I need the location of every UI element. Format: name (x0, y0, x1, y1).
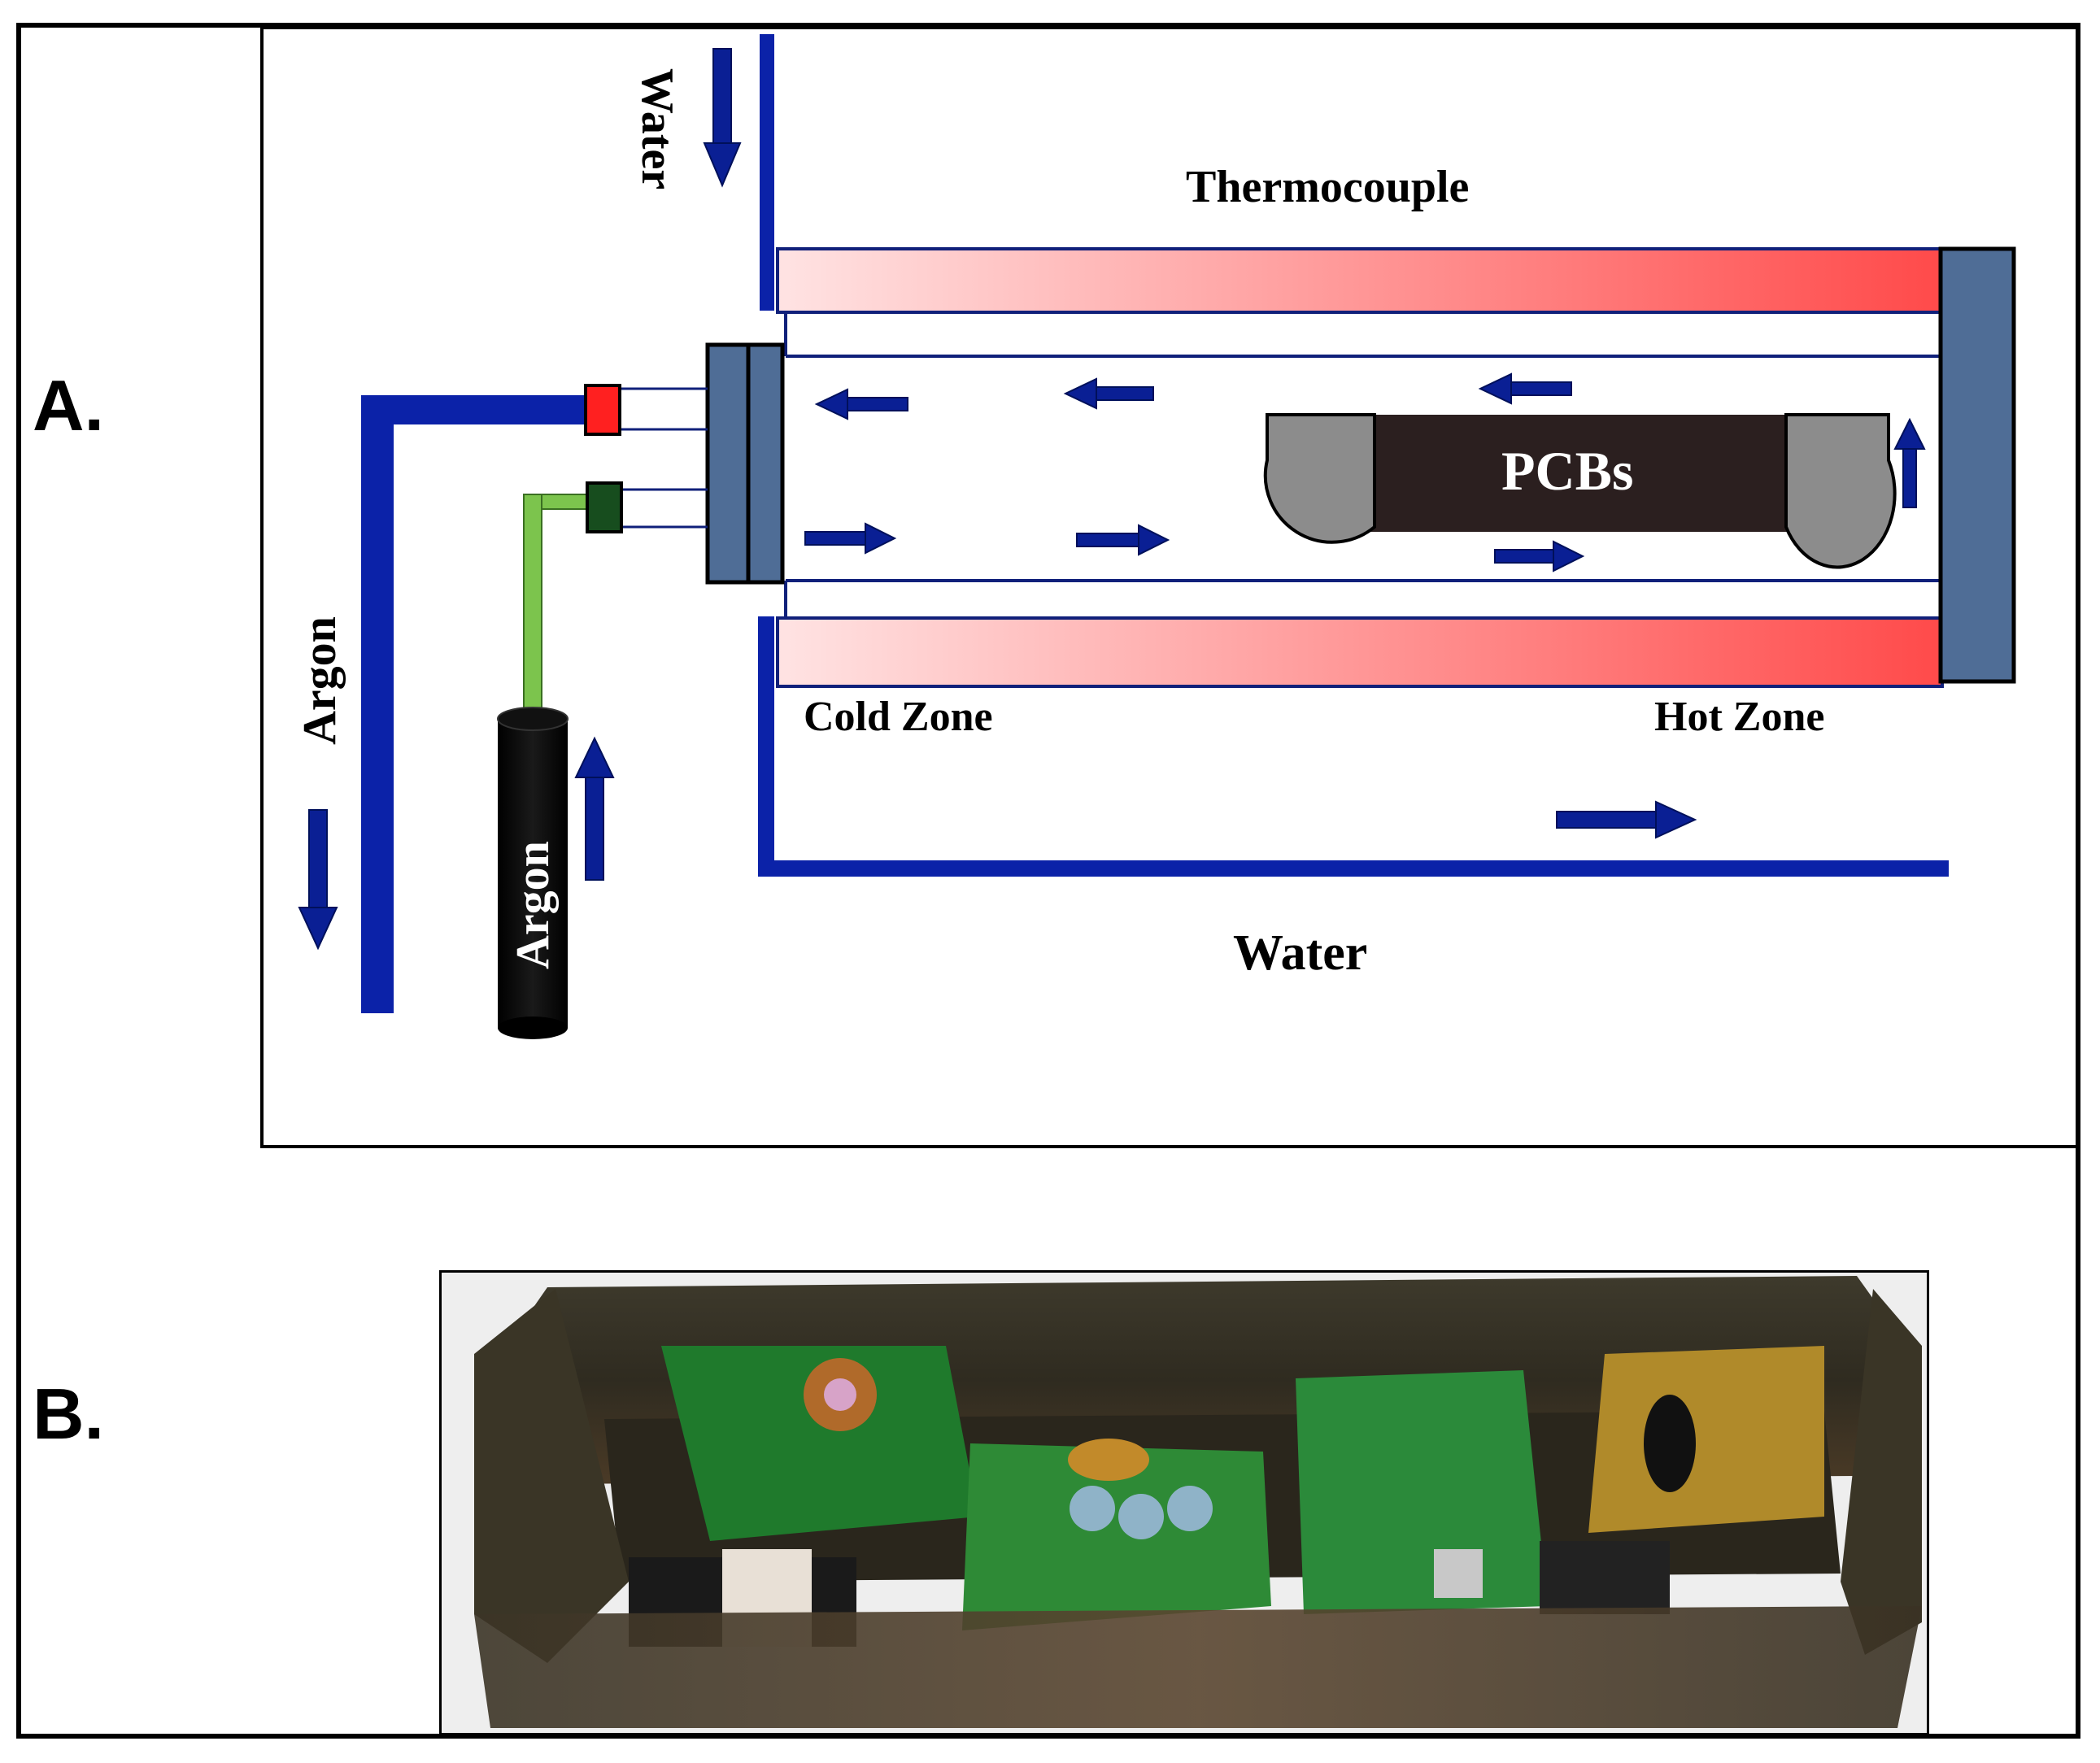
label-hot-zone: Hot Zone (1654, 694, 1824, 740)
right-end-cap (1938, 246, 2016, 684)
left-flange (705, 342, 785, 585)
argon-outlet-valve (584, 384, 621, 436)
heater-bottom (776, 616, 1944, 688)
argon-inlet-valve (586, 481, 623, 533)
label-thermocouple: Thermocouple (1186, 162, 1469, 212)
argon-out-arrow (298, 809, 338, 951)
flow-arrows (298, 48, 1926, 951)
label-cold-zone: Cold Zone (804, 694, 993, 740)
water-out-arrow (1556, 800, 1697, 839)
water-inlet-pipe (760, 34, 774, 311)
water-outlet-pipe (758, 616, 1949, 877)
gas-return-arrow-3 (1478, 372, 1572, 405)
gas-flow-arrow-1 (804, 522, 897, 555)
panel-b-label: B. (33, 1373, 104, 1454)
pcb-boat-photo (439, 1270, 1929, 1735)
argon-inlet-tube (523, 494, 590, 718)
label-water-top: Water (632, 68, 682, 189)
furnace-tube (784, 314, 1942, 618)
label-pcbs: PCBs (1501, 440, 1633, 502)
water-in-arrow (703, 48, 742, 188)
pcb-boat (1263, 413, 1897, 569)
label-water-bottom: Water (1233, 925, 1367, 981)
panel-a-label: A. (33, 365, 104, 446)
gas-flow-arrow-3 (1494, 540, 1585, 572)
metal-boat-with-pcbs-photo (442, 1273, 1927, 1733)
argon-cylinder (497, 707, 569, 1039)
label-argon-cylinder: Argon (506, 841, 559, 969)
gas-lines (618, 387, 708, 529)
label-argon-left: Argon (293, 616, 346, 745)
gas-up-arrow (1893, 417, 1926, 508)
argon-outlet-pipe (361, 395, 586, 1013)
gas-return-arrow-2 (1063, 377, 1154, 410)
gas-return-arrow-1 (814, 388, 908, 420)
argon-in-arrow (574, 736, 615, 881)
heater-top (776, 247, 1944, 314)
gas-flow-arrow-2 (1076, 524, 1170, 556)
